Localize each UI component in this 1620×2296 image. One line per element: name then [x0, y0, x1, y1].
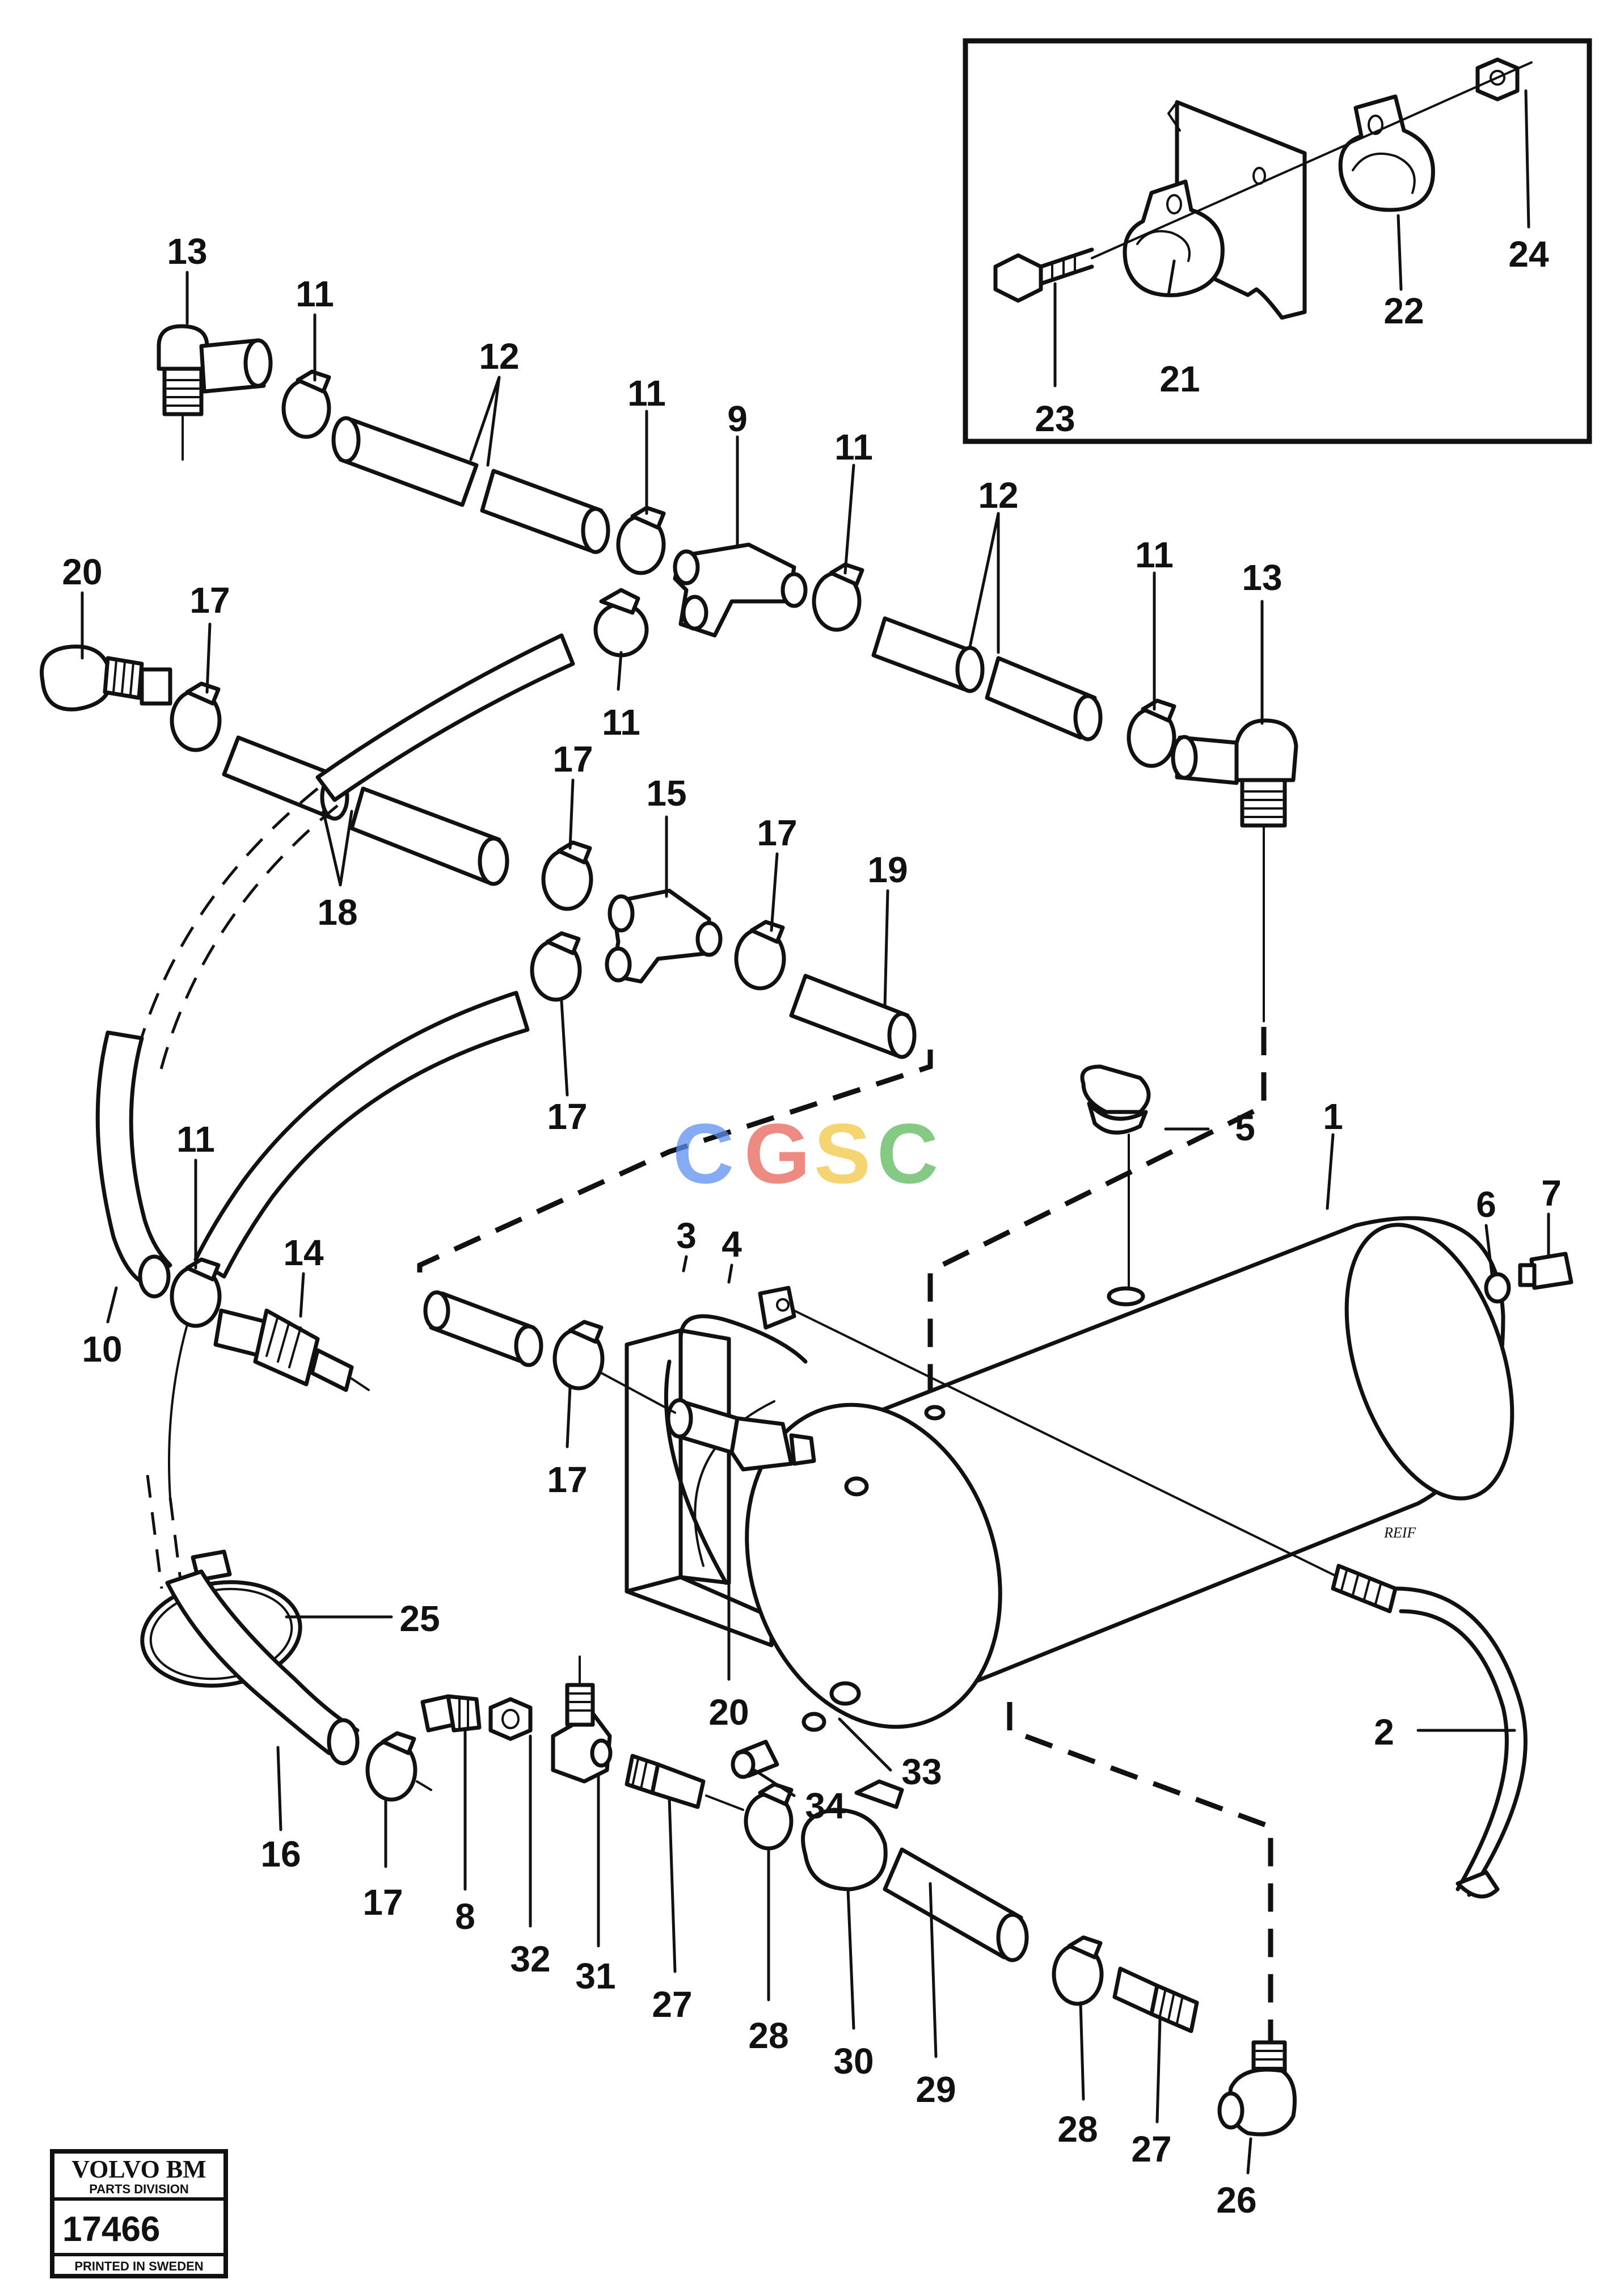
watermark-letter-g: G [744, 1106, 811, 1201]
callout-17f: 17 [362, 1882, 403, 1923]
stamp-division: PARTS DIVISION [89, 2182, 189, 2196]
callout-31: 31 [575, 1956, 615, 1996]
callout-22: 22 [1383, 290, 1424, 331]
callout-23: 23 [1035, 398, 1075, 439]
callout-numbers: 1 2 3 4 5 6 7 8 9 10 11 11 11 11 11 11 1… [62, 231, 1562, 2221]
volvo-stamp: VOLVO BM PARTS DIVISION 17466 PRINTED IN… [50, 2149, 228, 2278]
left-hose-assembly [40, 633, 933, 1288]
callout-13a: 13 [167, 231, 207, 272]
callout-17e: 17 [547, 1459, 587, 1500]
callout-24: 24 [1508, 234, 1549, 275]
callout-20a: 20 [62, 551, 102, 592]
callout-11f: 11 [176, 1119, 215, 1160]
callout-17b: 17 [552, 739, 593, 780]
callout-11e: 11 [602, 702, 640, 743]
callout-11d: 11 [1135, 534, 1174, 575]
upper-hose-assembly [157, 324, 1298, 1413]
callout-20b: 20 [708, 1692, 749, 1733]
watermark-letter-c2: C [877, 1106, 938, 1201]
callout-25: 25 [399, 1598, 440, 1639]
callout-2: 2 [1374, 1712, 1394, 1752]
callout-26: 26 [1216, 2180, 1256, 2221]
inset-clamp-detail [963, 38, 1592, 444]
callout-11b: 11 [627, 373, 666, 414]
callout-15: 15 [646, 773, 686, 814]
callout-27a: 27 [652, 1984, 692, 2025]
callout-21: 21 [1159, 359, 1200, 399]
callout-11c: 11 [834, 427, 873, 467]
leader-lines [81, 89, 1550, 2175]
hose-10-assembly [95, 1030, 370, 1589]
callout-1: 1 [1323, 1096, 1343, 1137]
callout-17c: 17 [757, 812, 797, 853]
artist-signature: REIF [1383, 1524, 1416, 1541]
watermark-logo: C G S C [673, 1106, 938, 1201]
callout-12a: 12 [479, 336, 519, 377]
tank-inlet-hose [423, 1290, 676, 1414]
callout-28b: 28 [1057, 2109, 1098, 2150]
callout-7: 7 [1541, 1173, 1562, 1214]
stamp-number: 17466 [62, 2210, 160, 2249]
callout-3: 3 [676, 1215, 697, 1256]
callout-5: 5 [1235, 1107, 1255, 1148]
callout-29: 29 [916, 2069, 956, 2110]
callout-18: 18 [317, 892, 357, 933]
callout-17a: 17 [189, 580, 230, 621]
callout-8: 8 [455, 1896, 475, 1937]
callout-13b: 13 [1242, 557, 1282, 598]
callout-9: 9 [727, 398, 748, 439]
watermark-letter-s: S [814, 1106, 871, 1201]
callout-27b: 27 [1131, 2129, 1171, 2169]
air-tank-assembly [625, 1064, 1573, 2099]
stamp-printed: PRINTED IN SWEDEN [74, 2259, 203, 2273]
callout-16: 16 [260, 1834, 301, 1874]
callout-4: 4 [722, 1224, 742, 1265]
callout-28a: 28 [748, 2015, 788, 2056]
callout-6: 6 [1476, 1184, 1496, 1225]
callout-32: 32 [510, 1939, 550, 1979]
callout-14: 14 [283, 1232, 324, 1273]
watermark-letter-c1: C [673, 1106, 734, 1201]
callout-11a: 11 [296, 273, 334, 314]
callout-34: 34 [805, 1785, 846, 1826]
callout-10: 10 [82, 1329, 122, 1370]
callout-19: 19 [867, 849, 908, 890]
callout-12b: 12 [978, 475, 1018, 516]
stamp-brand: VOLVO BM [71, 2155, 206, 2183]
callout-17d: 17 [547, 1096, 587, 1137]
bottom-hose-assembly [140, 1549, 1297, 2137]
callout-30: 30 [833, 2041, 874, 2082]
callout-33: 33 [901, 1751, 942, 1792]
